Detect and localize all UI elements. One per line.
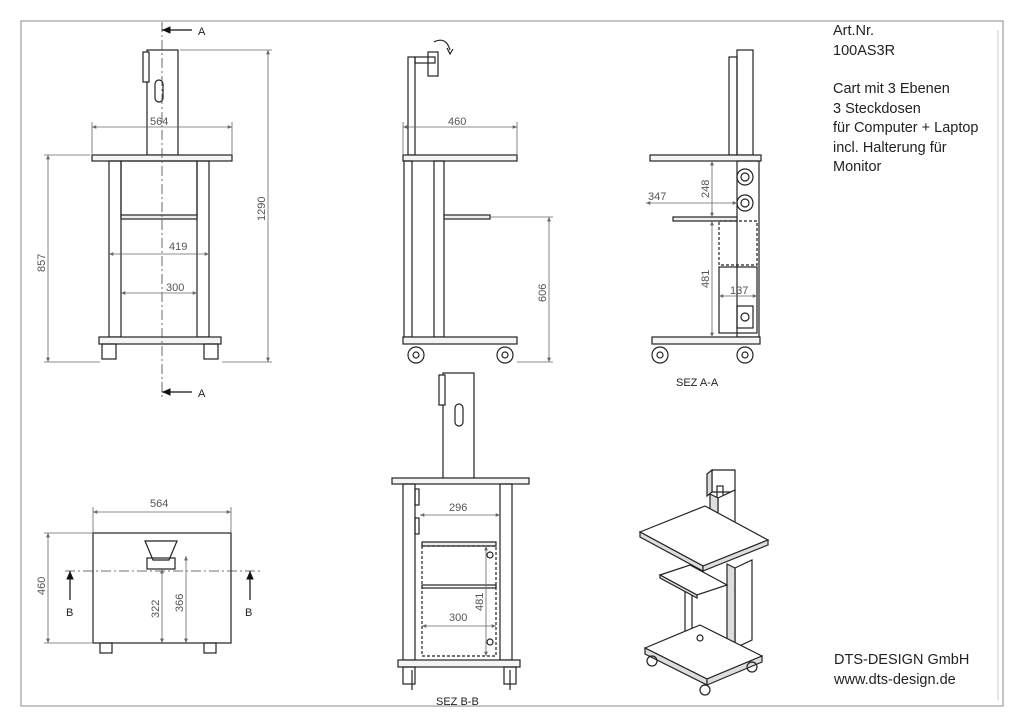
description-line: Cart mit 3 Ebenen bbox=[833, 81, 950, 97]
front-dim-height-total: 1290 bbox=[256, 197, 268, 221]
side-dim-top-depth: 460 bbox=[448, 116, 466, 128]
info-block: Art.Nr. 100AS3R Cart mit 3 Ebenen 3 Stec… bbox=[833, 22, 1023, 178]
description-line: für Computer + Laptop bbox=[833, 120, 979, 136]
section-a-dimensions bbox=[646, 161, 757, 337]
front-dim-inner-width: 419 bbox=[169, 241, 187, 253]
front-dim-shelf-width: 300 bbox=[166, 282, 184, 294]
section-a-marker-top: A bbox=[198, 26, 206, 38]
company-url: www.dts-design.de bbox=[834, 672, 956, 688]
section-b-title: SEZ B-B bbox=[436, 696, 479, 708]
front-dim-top-width: 564 bbox=[150, 116, 168, 128]
section-b-dim-top-inner: 296 bbox=[449, 502, 467, 514]
section-b-marker-right: B bbox=[245, 607, 252, 619]
front-dim-height-top: 857 bbox=[36, 254, 48, 272]
section-a-dim-shelf-depth: 347 bbox=[648, 191, 666, 203]
isometric-view bbox=[638, 468, 770, 696]
side-dim-shelf-height: 606 bbox=[537, 284, 549, 302]
description-line: Monitor bbox=[833, 159, 882, 175]
plan-dim-width: 564 bbox=[150, 498, 168, 510]
section-b-dimensions bbox=[420, 513, 500, 656]
section-a-dim-upper-gap: 248 bbox=[700, 180, 712, 198]
section-a-dim-lower-gap: 481 bbox=[700, 270, 712, 288]
side-view-dimensions bbox=[402, 122, 553, 363]
plan-dim-depth: 460 bbox=[36, 577, 48, 595]
front-view-dimensions bbox=[44, 49, 272, 363]
section-a-marker-bottom: A bbox=[198, 388, 206, 400]
sheet-border bbox=[20, 20, 1004, 707]
section-a-title: SEZ A-A bbox=[676, 377, 719, 389]
section-b-view bbox=[391, 372, 530, 690]
plan-view-dimensions bbox=[44, 507, 232, 644]
company-block: DTS-DESIGN GmbH www.dts-design.de bbox=[834, 650, 969, 690]
description-line: incl. Halterung für bbox=[833, 139, 947, 156]
front-view bbox=[91, 22, 233, 400]
section-b-dim-shelf-width: 300 bbox=[449, 612, 467, 624]
plan-dim-offset-a: 322 bbox=[150, 600, 162, 618]
plan-view bbox=[65, 532, 260, 654]
company-name: DTS-DESIGN GmbH bbox=[834, 652, 970, 668]
plan-dim-offset-b: 366 bbox=[174, 594, 186, 612]
section-b-marker-left: B bbox=[66, 607, 73, 619]
section-a-view bbox=[649, 49, 762, 364]
section-b-dim-lower-gap: 481 bbox=[474, 593, 486, 611]
article-label: Art.Nr. bbox=[833, 23, 875, 39]
section-a-dim-box-width: 137 bbox=[730, 285, 748, 297]
article-number: 100AS3R bbox=[833, 42, 896, 59]
description-line: 3 Steckdosen bbox=[833, 100, 921, 117]
side-view bbox=[402, 39, 518, 364]
